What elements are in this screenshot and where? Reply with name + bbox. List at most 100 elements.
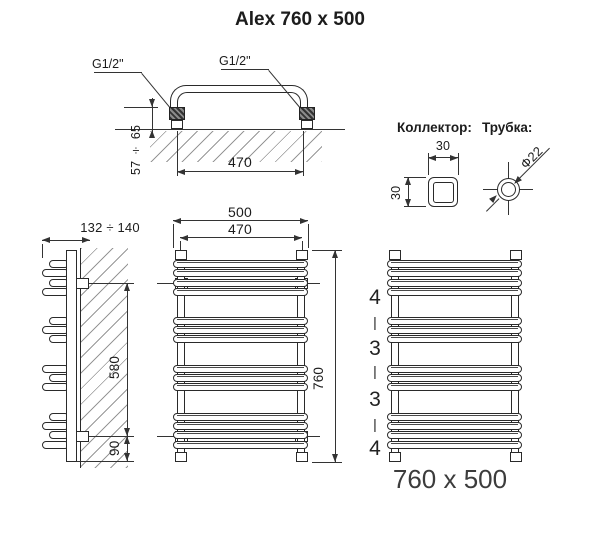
front-tube — [173, 374, 308, 382]
tube-group-count: 3 — [369, 388, 381, 411]
side-tube — [42, 269, 69, 278]
front-tube — [387, 422, 522, 430]
drawing-line — [312, 461, 342, 463]
thread-label-right: G1/2" — [219, 54, 251, 68]
dimension-arrow — [300, 217, 308, 224]
connection-stub — [174, 452, 187, 462]
bottom-offset-label: 90 — [107, 440, 122, 457]
dimension-arrow — [332, 250, 339, 258]
dimension-arrow — [124, 428, 131, 436]
drawing-line — [151, 98, 153, 138]
collector-height-label: 30 — [389, 185, 403, 201]
top-view-tube-inner — [177, 92, 301, 112]
drawing-line — [124, 106, 158, 108]
dimension-arrow — [149, 99, 155, 107]
connection-stub — [509, 452, 522, 462]
front-tube — [173, 260, 308, 268]
connection-stub — [388, 452, 401, 462]
top-view-tube-outer — [170, 85, 308, 112]
fitting-base — [171, 120, 183, 129]
side-tube — [42, 422, 69, 430]
front-tube — [387, 431, 522, 440]
front-tube — [173, 422, 308, 430]
model-size-caption: 760 x 500 — [392, 464, 508, 494]
connection-stub — [174, 250, 187, 260]
drawing-line — [335, 250, 337, 462]
drawing-line — [312, 249, 342, 251]
front-tube — [173, 383, 308, 392]
front-tube — [173, 278, 308, 287]
collector-spacing-label: 470 — [228, 221, 252, 237]
dimension-arrow — [295, 168, 303, 175]
wall-distance-label: 132 ÷ 140 — [80, 220, 140, 235]
drawing-line — [221, 69, 269, 70]
front-tube — [173, 431, 308, 440]
drawing-line — [176, 131, 178, 176]
depth-dimension-label: 57 ÷ 65 — [129, 124, 143, 175]
side-collector-bar — [66, 250, 77, 462]
side-tube — [42, 383, 69, 392]
drawing-line — [179, 241, 181, 250]
front-tube — [387, 374, 522, 382]
dimension-arrow — [124, 283, 131, 291]
drawing-line — [301, 241, 303, 250]
connection-stub — [295, 250, 308, 260]
top-view-wall-hatch — [150, 130, 322, 162]
drawing-line — [72, 460, 134, 462]
tube-group-count: 4 — [369, 286, 381, 309]
drawing-line — [127, 283, 129, 436]
front-tube — [173, 440, 308, 449]
connection-stub — [295, 452, 308, 462]
front-tube — [387, 260, 522, 268]
dimension-arrow — [124, 436, 131, 444]
front-tube — [387, 269, 522, 278]
drawing-line — [307, 224, 309, 248]
dimension-arrow — [294, 234, 302, 241]
dimension-arrow — [177, 168, 185, 175]
dimension-arrow — [180, 234, 188, 241]
front-tube — [387, 335, 522, 344]
front-tube — [173, 412, 308, 421]
group-separator: | — [373, 416, 377, 432]
tube-group-count: 3 — [369, 337, 381, 360]
drawing-line — [127, 436, 129, 461]
drawing-line — [41, 244, 43, 258]
dimension-arrow — [405, 177, 412, 185]
wall-bracket — [76, 430, 89, 442]
front-tube — [387, 440, 522, 449]
front-tube — [387, 326, 522, 334]
front-width-label: 500 — [228, 204, 252, 220]
drawing-line — [428, 153, 429, 175]
dimension-arrow — [405, 199, 412, 207]
dimension-arrow — [42, 237, 50, 243]
tube-heading: Трубка: — [482, 120, 533, 135]
drawing-line — [94, 72, 142, 73]
front-tube — [173, 269, 308, 278]
dimension-arrow — [173, 217, 181, 224]
front-tube — [387, 383, 522, 392]
drawing-line — [172, 224, 174, 248]
dimension-arrow — [82, 237, 90, 243]
dimension-arrow — [428, 154, 436, 161]
wall-bracket — [76, 277, 89, 289]
front-tube — [173, 364, 308, 373]
top-view-width-dimension-label: 470 — [228, 154, 252, 170]
dimension-arrow — [332, 454, 339, 462]
collector-heading: Коллектор: — [397, 120, 472, 135]
drawing-line — [177, 171, 303, 173]
thread-label-left: G1/2" — [92, 57, 124, 71]
dimension-arrow — [124, 453, 131, 461]
bracket-span-label: 580 — [107, 355, 122, 379]
collector-cross-section-inner — [432, 181, 454, 203]
front-tube — [173, 335, 308, 344]
collector-cross-section — [428, 177, 458, 207]
front-tube — [387, 288, 522, 297]
fitting-base — [301, 120, 313, 129]
collector-width-label: 30 — [435, 139, 451, 153]
drawing-line — [89, 435, 134, 437]
side-tube — [42, 288, 69, 297]
drawing-line — [173, 220, 308, 222]
front-tube — [387, 316, 522, 325]
group-separator: | — [373, 314, 377, 330]
